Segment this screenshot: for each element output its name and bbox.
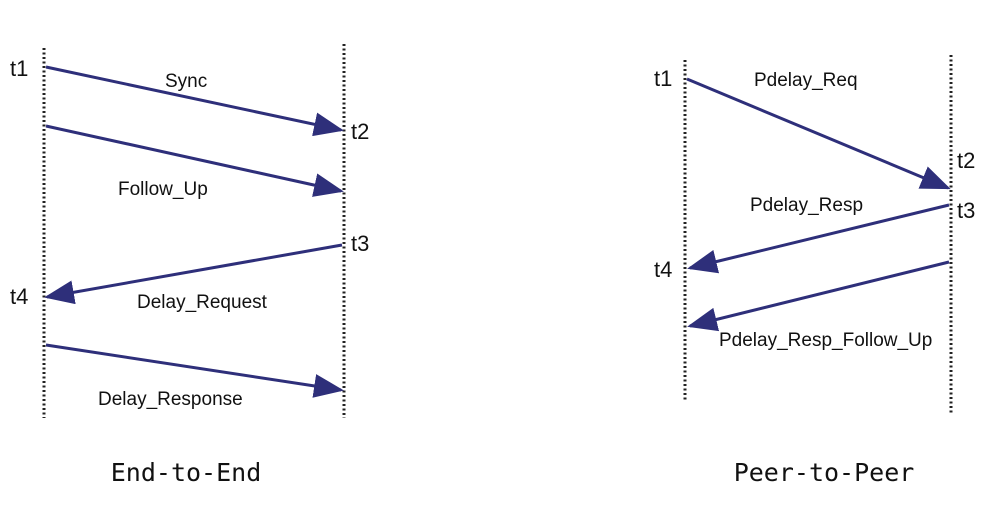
e2e-caption: End-to-End [111, 458, 262, 487]
p2p-pdelay-resp-follow-up-label: Pdelay_Resp_Follow_Up [719, 330, 932, 351]
e2e-delay-request-arrow [44, 243, 343, 305]
p2p-t3-label: t3 [957, 198, 975, 223]
e2e-sync-label: Sync [165, 71, 207, 92]
e2e-follow-up-arrow [45, 124, 344, 197]
p2p-pdelay-resp-label: Pdelay_Resp [750, 195, 863, 216]
e2e-t2-label: t2 [351, 119, 369, 144]
e2e-t1-label: t1 [10, 56, 28, 81]
e2e-delay-request-label: Delay_Request [137, 292, 268, 313]
e2e-delay-response-arrow [45, 343, 344, 398]
p2p-pdelay-resp-arrow [687, 203, 950, 274]
e2e-sync-arrow [45, 65, 344, 137]
e2e-t3-label: t3 [351, 231, 369, 256]
p2p-t1-label: t1 [654, 66, 672, 91]
p2p-pdelay-resp-follow-up-arrow [687, 260, 950, 332]
p2p-t4-label: t4 [654, 257, 672, 282]
end-to-end-panel: t1 t2 t3 t4 Sync Follow_Up Delay_Request… [10, 44, 369, 487]
p2p-pdelay-req-arrow [686, 77, 951, 190]
peer-to-peer-panel: t1 t2 t3 t4 Pdelay_Req Pdelay_Resp Pdela… [654, 55, 975, 487]
p2p-caption: Peer-to-Peer [734, 458, 915, 487]
e2e-follow-up-label: Follow_Up [118, 179, 208, 200]
p2p-pdelay-req-label: Pdelay_Req [754, 70, 858, 91]
e2e-t4-label: t4 [10, 284, 28, 309]
e2e-delay-response-label: Delay_Response [98, 389, 243, 410]
p2p-t2-label: t2 [957, 148, 975, 173]
